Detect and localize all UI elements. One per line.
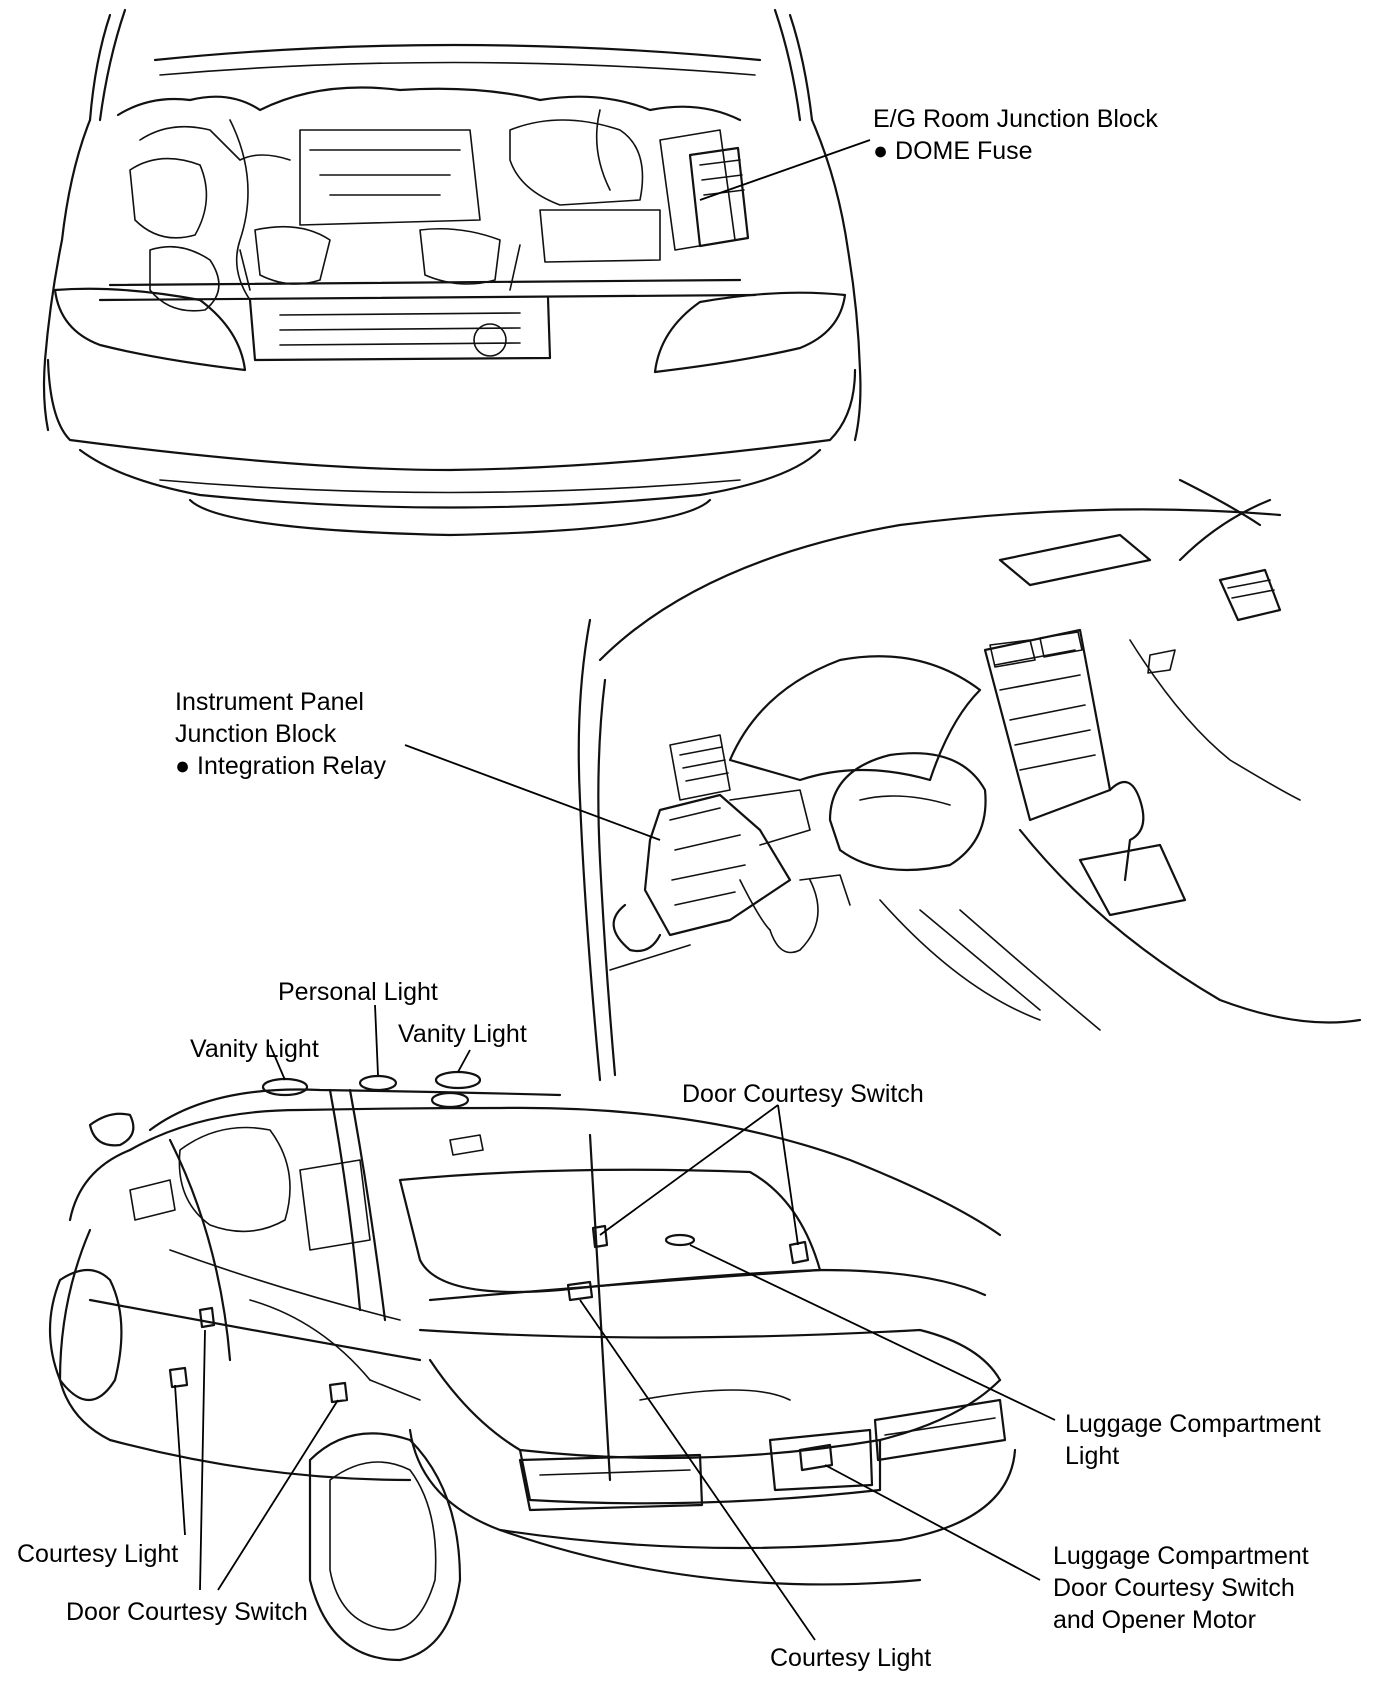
label-instrument-panel-line2: Junction Block bbox=[175, 720, 337, 748]
dashboard-illustration bbox=[577, 478, 1362, 1082]
label-door-courtesy-switch-front: Door Courtesy Switch bbox=[66, 1598, 308, 1626]
label-luggage-compartment-light: Luggage Compartment Light bbox=[1065, 1408, 1321, 1472]
label-luggage-switch-line3: and Opener Motor bbox=[1053, 1606, 1256, 1634]
label-luggage-compartment-door-switch: Luggage Compartment Door Courtesy Switch… bbox=[1053, 1540, 1309, 1636]
leader-lines bbox=[174, 139, 1056, 1641]
label-personal-light: Personal Light bbox=[278, 978, 438, 1006]
label-luggage-light-line1: Luggage Compartment bbox=[1065, 1410, 1321, 1438]
label-vanity-light-right: Vanity Light bbox=[398, 1020, 527, 1048]
label-eg-room-junction-block-title: E/G Room Junction Block bbox=[873, 105, 1158, 133]
label-luggage-light-line2: Light bbox=[1065, 1442, 1120, 1470]
label-integration-relay: Integration Relay bbox=[175, 750, 386, 782]
label-instrument-panel-junction-block: Instrument Panel Junction Block Integrat… bbox=[175, 686, 386, 782]
label-instrument-panel-line1: Instrument Panel bbox=[175, 688, 364, 716]
label-eg-room-junction-block: E/G Room Junction Block DOME Fuse bbox=[873, 103, 1158, 167]
label-courtesy-light-left: Courtesy Light bbox=[17, 1540, 179, 1568]
engine-bay-illustration bbox=[42, 8, 862, 537]
label-dome-fuse: DOME Fuse bbox=[873, 135, 1158, 167]
label-luggage-switch-line1: Luggage Compartment bbox=[1053, 1542, 1309, 1570]
label-vanity-light-left: Vanity Light bbox=[190, 1035, 319, 1063]
label-door-courtesy-switch-rear: Door Courtesy Switch bbox=[682, 1080, 924, 1108]
label-luggage-switch-line2: Door Courtesy Switch bbox=[1053, 1574, 1295, 1602]
sedan-cutaway-illustration bbox=[48, 1070, 1017, 1662]
label-courtesy-light-bottom: Courtesy Light bbox=[770, 1644, 932, 1672]
